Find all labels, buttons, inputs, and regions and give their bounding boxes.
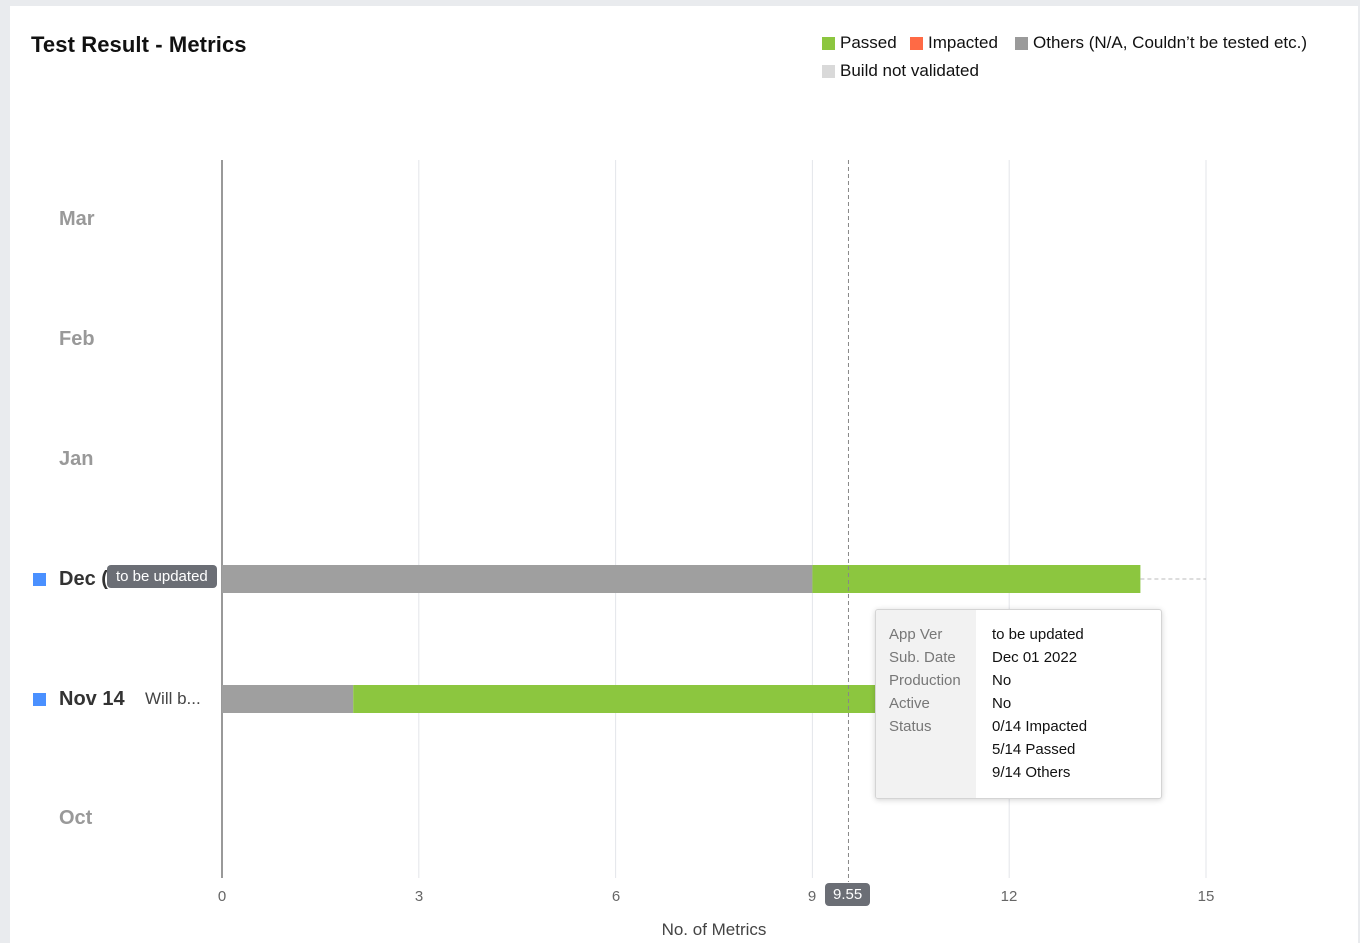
legend-swatch-impacted bbox=[910, 36, 923, 50]
tooltip-value: No bbox=[992, 695, 1012, 712]
y-label-nov[interactable]: Nov 14 bbox=[59, 688, 125, 710]
x-tick-label: 6 bbox=[611, 888, 621, 905]
legend-swatch-build-not-validated bbox=[822, 64, 835, 78]
x-tick-label: 9 bbox=[807, 888, 817, 905]
legend-label-build-not-validated: Build not validated bbox=[840, 61, 979, 80]
app-version-badge[interactable]: to be updated bbox=[107, 565, 217, 588]
tooltip-value: 0/14 Impacted bbox=[992, 718, 1088, 735]
legend-swatch-others bbox=[1015, 36, 1028, 50]
y-label-feb: Feb bbox=[59, 328, 95, 350]
tooltip-value: No bbox=[992, 672, 1012, 689]
tooltip-value: 5/14 Passed bbox=[992, 741, 1076, 758]
legend-label-passed: Passed bbox=[840, 33, 897, 52]
x-tick-label: 12 bbox=[1000, 888, 1018, 905]
legend-item-impacted[interactable]: Impacted bbox=[910, 33, 998, 53]
tooltip-value: 9/14 Others bbox=[992, 764, 1071, 781]
row-marker-dec bbox=[33, 573, 46, 586]
tooltip-value: Dec 01 2022 bbox=[992, 649, 1078, 666]
y-label-oct: Oct bbox=[59, 807, 93, 829]
tooltip-key: Production bbox=[889, 672, 961, 689]
legend-item-passed[interactable]: Passed bbox=[822, 33, 897, 53]
bar-tooltip: App Ver to be updated Sub. Date Dec 01 2… bbox=[875, 609, 1162, 799]
legend-item-others[interactable]: Others (N/A, Couldn’t be tested etc.) bbox=[1015, 33, 1307, 53]
tooltip-key: App Ver bbox=[889, 626, 943, 643]
bar-segment[interactable] bbox=[222, 685, 354, 713]
tooltip-key: Status bbox=[889, 718, 932, 735]
bar-segment[interactable] bbox=[222, 565, 813, 593]
y-label-jan: Jan bbox=[59, 448, 94, 470]
x-tick-label: 0 bbox=[217, 888, 227, 905]
x-axis-title: No. of Metrics bbox=[661, 920, 767, 939]
row-marker-nov bbox=[33, 693, 46, 706]
tooltip-key: Active bbox=[889, 695, 930, 712]
crosshair-value-badge: 9.55 bbox=[825, 883, 871, 906]
row-note-nov[interactable]: Will b... bbox=[145, 689, 201, 708]
chart-title: Test Result - Metrics bbox=[31, 32, 247, 57]
tooltip-key: Sub. Date bbox=[889, 649, 956, 666]
legend-item-build-not-validated[interactable]: Build not validated bbox=[822, 61, 979, 81]
legend-swatch-passed bbox=[822, 36, 835, 50]
y-label-mar: Mar bbox=[59, 208, 95, 230]
bar-segment[interactable] bbox=[812, 565, 1141, 593]
x-tick-label: 15 bbox=[1197, 888, 1215, 905]
y-label-dec[interactable]: Dec ( bbox=[59, 568, 108, 590]
tooltip-key-column bbox=[876, 610, 976, 798]
legend-label-impacted: Impacted bbox=[928, 33, 998, 52]
x-tick-label: 3 bbox=[414, 888, 424, 905]
legend-label-others: Others (N/A, Couldn’t be tested etc.) bbox=[1033, 33, 1308, 52]
tooltip-value: to be updated bbox=[992, 626, 1084, 643]
